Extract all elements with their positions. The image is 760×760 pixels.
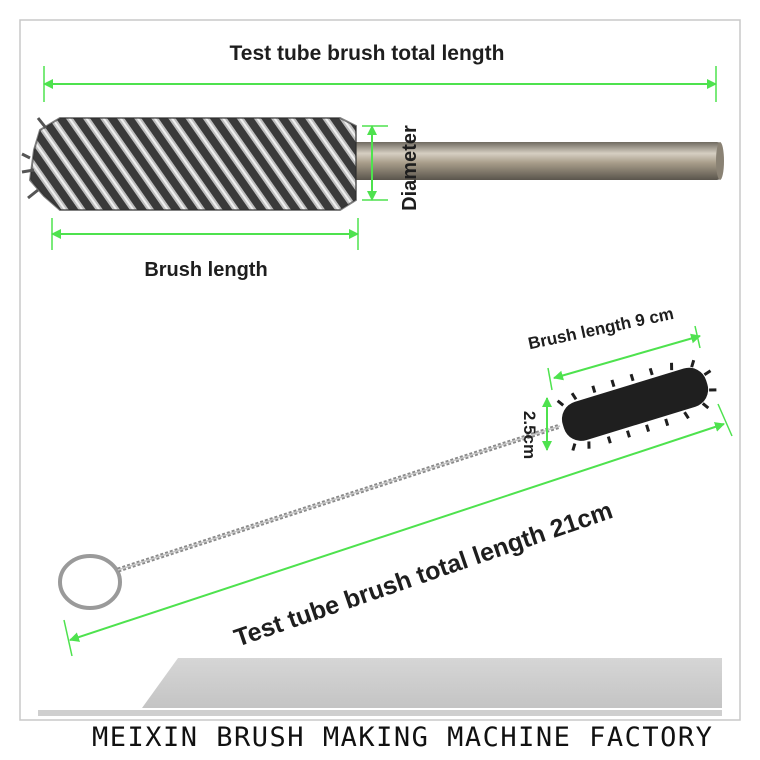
bottom-brush-length-arrow bbox=[553, 333, 701, 381]
footer-strip bbox=[38, 710, 722, 716]
bottom-diagram: Brush length 9 cm 2.5cm Test tube brush … bbox=[58, 304, 733, 657]
metal-rod bbox=[350, 142, 722, 180]
rod-end-cap bbox=[716, 142, 724, 180]
top-diagram: Test tube brush total length Diameter Br… bbox=[21, 42, 724, 281]
top-total-length-label: Test tube brush total length bbox=[230, 42, 505, 65]
top-brush-length-label: Brush length bbox=[144, 259, 267, 281]
top-diameter-label: Diameter bbox=[399, 125, 421, 211]
company-name: MEIXIN BRUSH MAKING MACHINE FACTORY bbox=[92, 722, 714, 753]
brush-loop-handle bbox=[58, 554, 122, 610]
bottom-total-length-arrow bbox=[69, 422, 725, 642]
outer-frame bbox=[19, 19, 741, 721]
bottom-total-length-label: Test tube brush total length 21cm bbox=[231, 496, 617, 652]
footer-band bbox=[142, 658, 722, 708]
spiral-brush-icon bbox=[21, 117, 357, 211]
test-tube-brush-icon bbox=[556, 359, 717, 451]
bottom-diameter-label: 2.5cm bbox=[520, 411, 539, 459]
bottom-brush-length-label: Brush length 9 cm bbox=[526, 304, 675, 353]
